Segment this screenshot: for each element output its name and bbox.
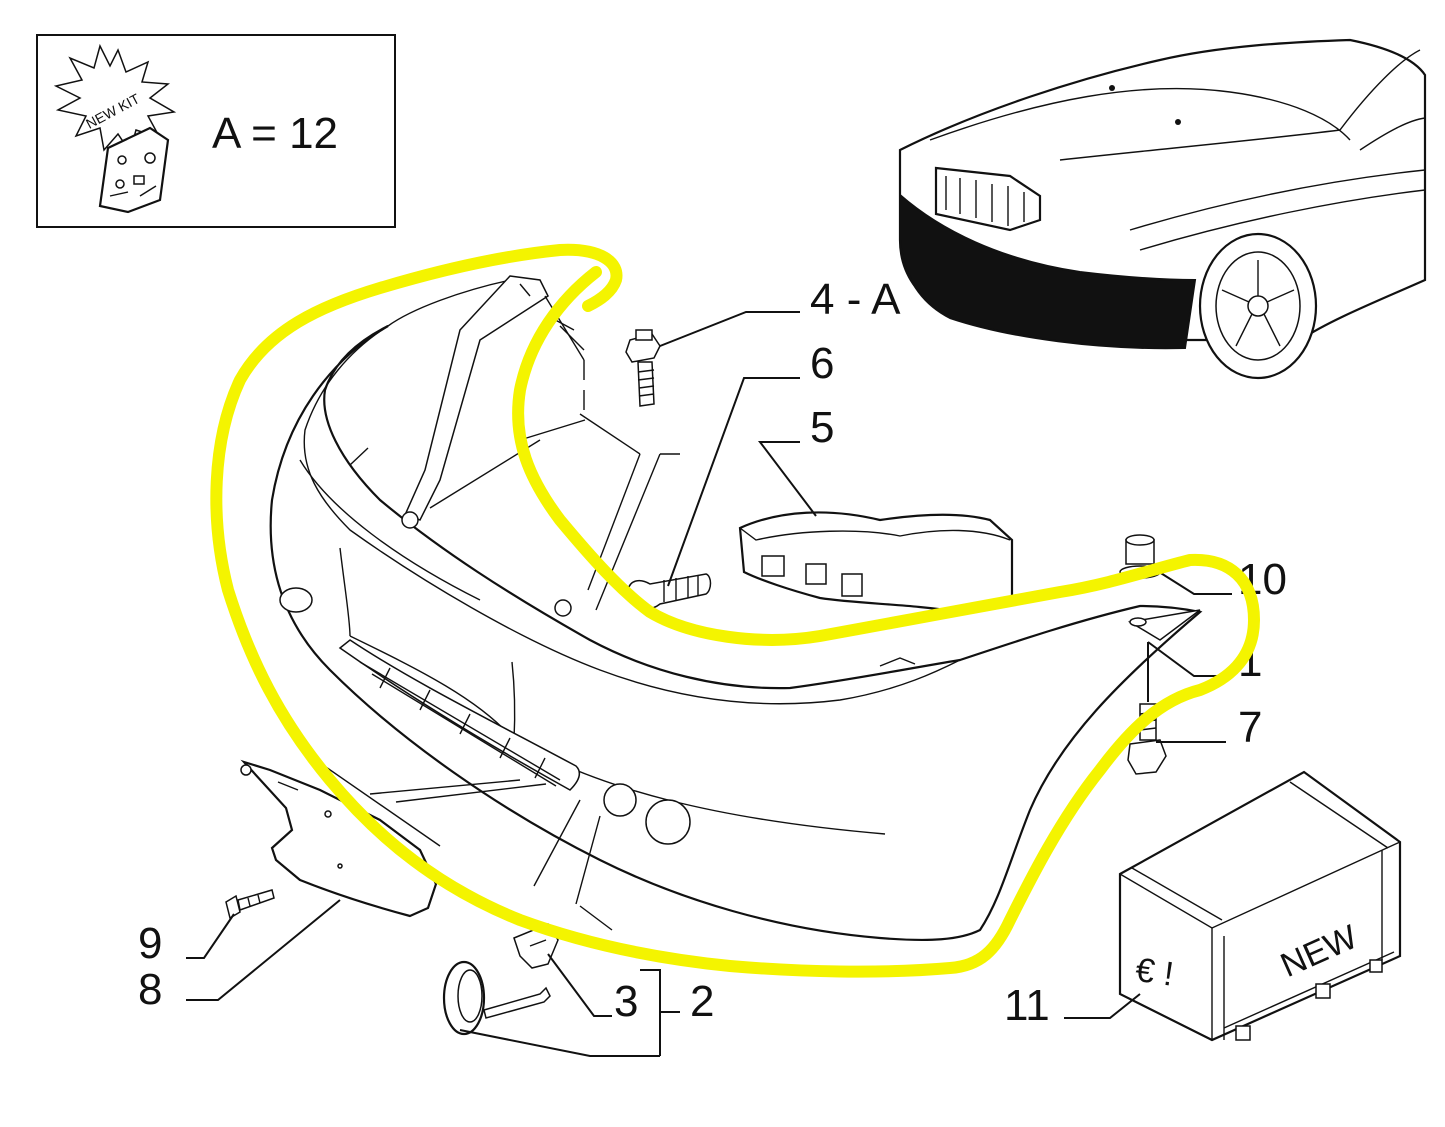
callout-8: 8 xyxy=(138,965,162,1014)
kit-inset: NEW KIT A = 12 xyxy=(36,34,396,228)
tow-hook-cover-part-2-icon xyxy=(442,960,551,1036)
crate-euro-text: € ! xyxy=(1133,951,1176,994)
crate-part-11-icon: € ! NEW xyxy=(1118,770,1402,1042)
callout-7: 7 xyxy=(1238,703,1262,752)
callout-5: 5 xyxy=(810,403,834,452)
highlight-outline xyxy=(210,243,1260,978)
callout-3: 3 xyxy=(614,977,638,1026)
car-illustration xyxy=(898,38,1427,380)
callout-numbers: 4 - A 6 5 10 1 7 9 8 3 2 11 xyxy=(138,275,1287,1030)
kit-quantity-label: A = 12 xyxy=(212,109,338,158)
callout-9: 9 xyxy=(138,919,162,968)
callout-2: 2 xyxy=(690,977,714,1026)
lower-grille xyxy=(338,639,581,791)
callout-4a: 4 - A xyxy=(810,275,901,324)
leader-lines xyxy=(186,311,1232,1057)
screw-part-9-icon xyxy=(225,889,275,920)
grille-cover-part-8-icon xyxy=(240,759,438,918)
front-bumper-drawing xyxy=(269,275,1203,941)
callout-11: 11 xyxy=(1004,981,1050,1030)
absorber-part-5-icon xyxy=(738,511,1014,614)
kit-bag-icon xyxy=(98,126,170,214)
new-kit-starburst-icon: NEW KIT xyxy=(53,43,177,154)
fog-lamp-left-icon xyxy=(603,783,637,817)
bolt-part-4a-icon xyxy=(625,329,661,407)
callout-6: 6 xyxy=(810,339,834,388)
fog-lamp-right-icon xyxy=(645,799,691,845)
